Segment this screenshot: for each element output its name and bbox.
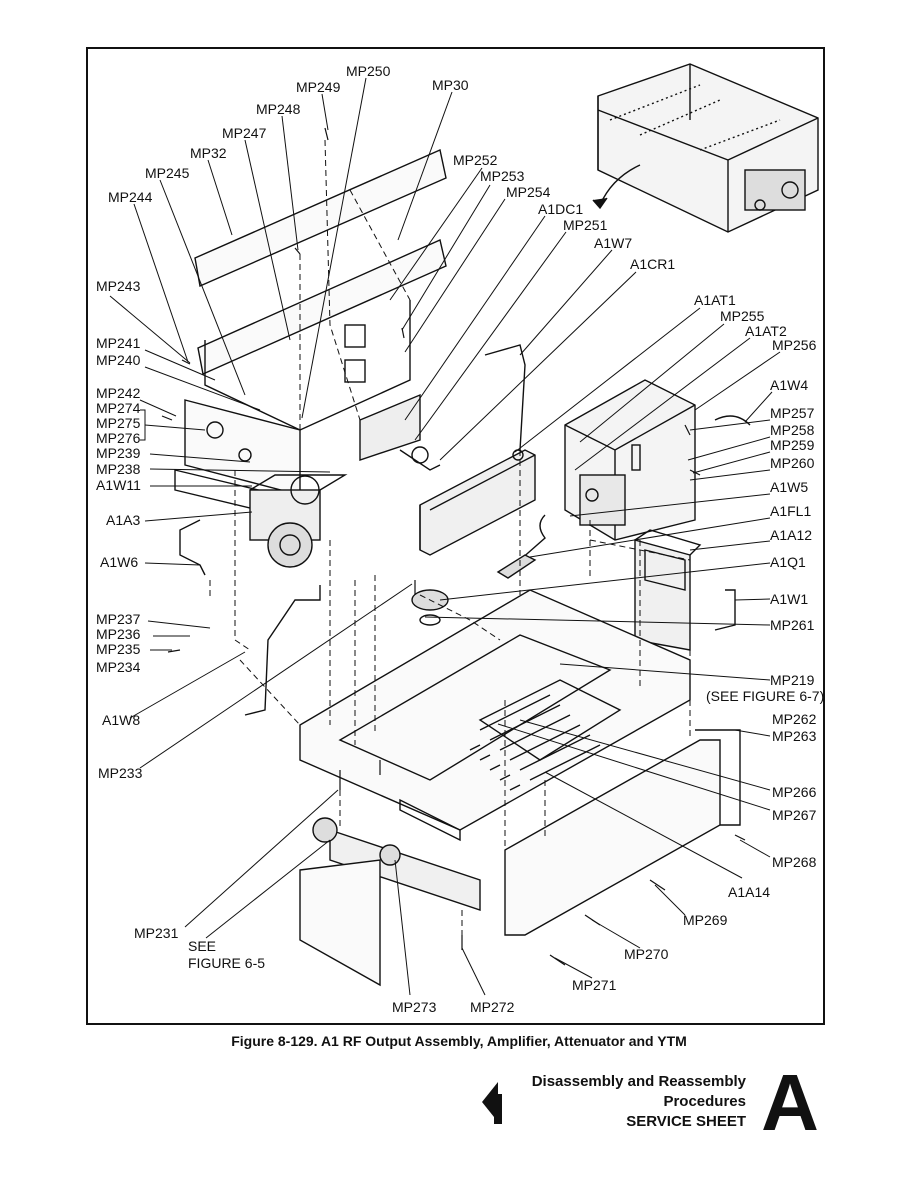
callout-a1a12: A1A12: [770, 527, 812, 543]
side-panel: [504, 729, 741, 936]
callout-see: SEE: [188, 938, 216, 954]
assembly-lines: [209, 139, 691, 935]
transistor-a1q1: [411, 589, 449, 626]
back-arrow-stem: [494, 1094, 502, 1124]
callout-mp231: MP231: [134, 925, 179, 941]
callout-mp239: MP239: [96, 445, 141, 461]
callout-mp234: MP234: [96, 659, 141, 675]
screws: [161, 127, 746, 966]
callout-mp258: MP258: [770, 422, 815, 438]
callout-mp238: MP238: [96, 461, 141, 477]
callout-mp243: MP243: [96, 278, 141, 294]
callout-a1dc1: A1DC1: [538, 201, 583, 217]
cables: [179, 344, 751, 716]
callout-mp276: MP276: [96, 430, 141, 446]
callout-mp266: MP266: [772, 784, 817, 800]
callout-a1at1: A1AT1: [694, 292, 736, 308]
callout-a1w7: A1W7: [594, 235, 632, 251]
callout-mp263: MP263: [772, 728, 817, 744]
front-bracket: [299, 817, 481, 987]
top-panels: [194, 149, 447, 431]
callout-a1w11: A1W11: [96, 477, 141, 493]
callout-mp256: MP256: [772, 337, 817, 353]
callout-mp274: MP274: [96, 400, 141, 416]
callout-figure-6-5: FIGURE 6-5: [188, 955, 265, 971]
callout-mp270: MP270: [624, 946, 669, 962]
figure-frame: [86, 47, 825, 1025]
callout-mp271: MP271: [572, 977, 617, 993]
callout-mp262: MP262: [772, 711, 817, 727]
callout-mp242: MP242: [96, 385, 141, 401]
footer-line-3: SERVICE SHEET: [626, 1113, 746, 1130]
callout-mp30: MP30: [432, 77, 469, 93]
callout-a1a14: A1A14: [728, 884, 770, 900]
footer-text: Disassembly and Reassembly Procedures SE…: [516, 1072, 746, 1132]
ytm-a1at2: [564, 379, 696, 541]
callout-a1w1: A1W1: [770, 591, 808, 607]
callout-a1w5: A1W5: [770, 479, 808, 495]
callout-a1at2: A1AT2: [745, 323, 787, 339]
callout-mp267: MP267: [772, 807, 817, 823]
callout-labels: MP250 MP249 MP30 MP248 MP247 MP32 MP245 …: [96, 63, 824, 1015]
amplifier-a1a3: [249, 474, 348, 568]
board-a1a12: [634, 529, 702, 651]
callout-mp250: MP250: [346, 63, 391, 79]
callout-mp273: MP273: [392, 999, 437, 1015]
callout-mp253: MP253: [480, 168, 525, 184]
attenuator-a1at1: [419, 449, 536, 556]
callout-mp269: MP269: [683, 912, 728, 928]
detector-area: [359, 393, 441, 471]
inset-instrument-view: [592, 63, 819, 233]
part-drawings: [161, 63, 819, 987]
callout-mp237: MP237: [96, 611, 141, 627]
callout-a1fl1: A1FL1: [770, 503, 811, 519]
callout-mp255: MP255: [720, 308, 765, 324]
callout-mp249: MP249: [296, 79, 341, 95]
callout-mp235: MP235: [96, 641, 141, 657]
callout-mp248: MP248: [256, 101, 301, 117]
callout-mp236: MP236: [96, 626, 141, 642]
callout-a1w4: A1W4: [770, 377, 808, 393]
callout-mp257: MP257: [770, 405, 815, 421]
callout-mp219: MP219: [770, 672, 815, 688]
callout-mp252: MP252: [453, 152, 498, 168]
callout-a1w6: A1W6: [100, 554, 138, 570]
callout-mp233: MP233: [98, 765, 143, 781]
filter-a1fl1: [496, 554, 537, 579]
figure-caption: Figure 8-129. A1 RF Output Assembly, Amp…: [231, 1033, 687, 1049]
callout-a1a3: A1A3: [106, 512, 140, 528]
callout-mp251: MP251: [563, 217, 608, 233]
callout-mp32: MP32: [190, 145, 227, 161]
callout-a1cr1: A1CR1: [630, 256, 675, 272]
callout-mp275: MP275: [96, 415, 141, 431]
callout-mp268: MP268: [772, 854, 817, 870]
footer-line-1: Disassembly and Reassembly: [531, 1073, 746, 1090]
callout-a1q1: A1Q1: [770, 554, 806, 570]
service-sheet-footer: Disassembly and Reassembly Procedures SE…: [482, 1058, 832, 1147]
callout-mp241: MP241: [96, 335, 141, 351]
leader-lines: [109, 77, 781, 996]
callout-mp260: MP260: [770, 455, 815, 471]
callout-mp240: MP240: [96, 352, 141, 368]
callout-a1w8: A1W8: [102, 712, 140, 728]
callout-mp244: MP244: [108, 189, 153, 205]
sheet-letter: A: [761, 1058, 819, 1147]
callout-mp245: MP245: [145, 165, 190, 181]
callout-mp247: MP247: [222, 125, 267, 141]
heatsink-a1a14: [479, 694, 601, 781]
callout-mp261: MP261: [770, 617, 815, 633]
callout-see-figure-6-7: (SEE FIGURE 6-7): [706, 688, 824, 704]
callout-mp259: MP259: [770, 437, 815, 453]
callout-mp254: MP254: [506, 184, 551, 200]
footer-line-2: Procedures: [663, 1093, 746, 1110]
callout-mp272: MP272: [470, 999, 515, 1015]
